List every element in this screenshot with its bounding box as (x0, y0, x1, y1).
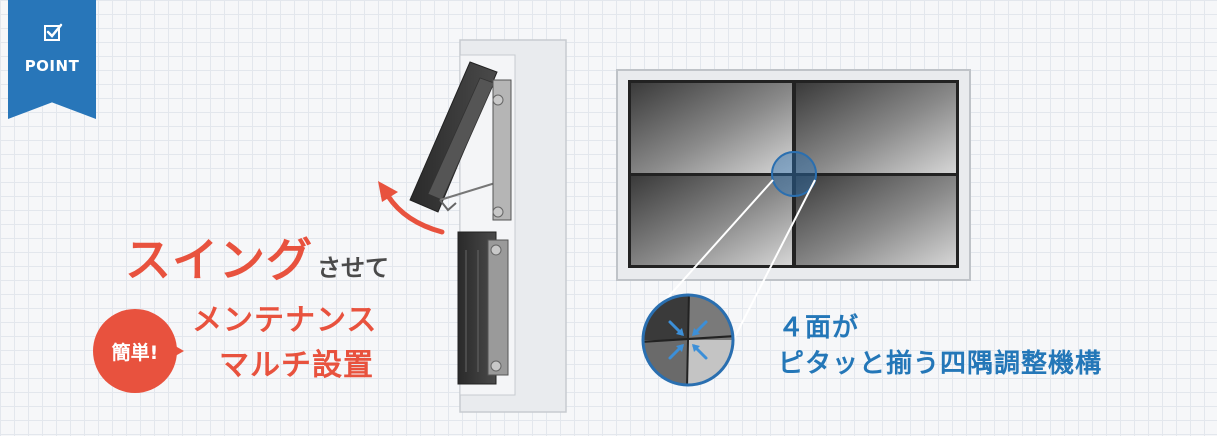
swing-heading: スイングさせて (125, 224, 389, 290)
checkbox-icon (44, 23, 63, 41)
corner-highlight (771, 151, 817, 197)
video-wall (616, 69, 971, 281)
maintenance-text: メンテナンス (192, 303, 378, 338)
zoom-circle (641, 293, 735, 387)
point-label: POINT (24, 57, 80, 75)
swing-arrow (385, 193, 445, 235)
feature-line-2: ピタッと揃う四隅調整機構 (778, 349, 1103, 379)
mounted-display-lower (457, 231, 509, 385)
swing-arrowhead (378, 181, 398, 202)
swing-suffix: させて (317, 254, 389, 282)
zoom-connector-left (651, 179, 774, 316)
multi-install-text: マルチ設置 (219, 348, 374, 383)
feature-line-1: ４面が (778, 313, 860, 343)
point-badge: POINT (8, 0, 96, 119)
easy-badge: 簡単! (93, 309, 177, 393)
swung-display-upper (409, 61, 512, 221)
easy-badge-text: 簡単! (111, 341, 159, 364)
swing-word: スイング (125, 233, 313, 287)
